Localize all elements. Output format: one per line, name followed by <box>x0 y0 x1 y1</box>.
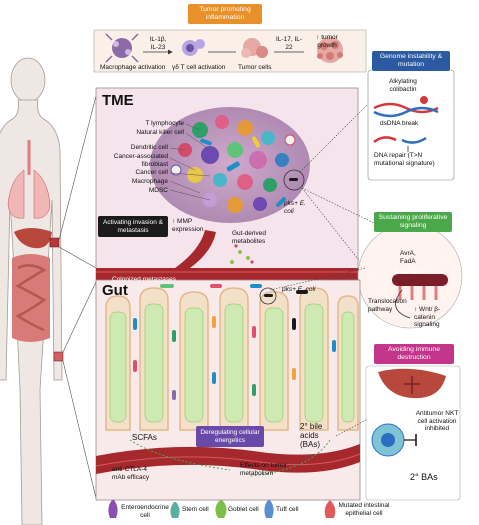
legend-enteroendocrine: Enteroendocrine cell <box>121 504 169 519</box>
il1b-il23-label: IL-1β, IL-23 <box>149 36 167 51</box>
legend-icons <box>108 500 336 518</box>
hallmark-inflammation: Tumor promoting inflammation <box>188 4 262 24</box>
immune-bas-label: 2° BAs <box>410 472 438 482</box>
gut-anti-ctla4-label: anti-CTLA-4 mAb efficacy <box>112 466 150 481</box>
gut-title: Gut <box>102 282 128 299</box>
genome-dsdna-label: dsDNA break <box>380 120 419 127</box>
legend-goblet-cell: Goblet cell <box>228 506 259 513</box>
tme-metabolites-label: Gut-derived metabolites <box>232 230 266 245</box>
tme-label-caf: Cancer-associated fibroblast <box>113 153 168 168</box>
tme-cells <box>170 115 296 213</box>
gut-bile-acids-label: 2° bile acids (BAs) <box>300 422 323 449</box>
tme-label-dendritic: Dendritic cell <box>130 144 168 151</box>
mutated-epithelial-cell-icon <box>324 500 336 518</box>
gut-effects-label: Effects on tumor metabolism <box>240 462 288 477</box>
macrophage-activation-label: Macrophage activation <box>100 64 166 71</box>
inflammation-strip <box>93 29 367 73</box>
tumor-cells-label: Tumor cells <box>238 64 272 71</box>
hallmark-immune: Avoiding immune destruction <box>374 344 454 364</box>
tme-label-mdsc: MDSC <box>148 187 168 194</box>
prolif-avra-fada: AvrA, FadA <box>400 250 416 265</box>
genome-panel <box>367 69 455 181</box>
hallmark-invasion: Activating invasion & metastasis <box>98 216 168 237</box>
hallmark-energetics: Deregulating cellular energetics <box>196 426 264 447</box>
human-body <box>0 57 64 525</box>
legend-mutated-cell: Mutated intestinal epithelial cell <box>338 502 390 517</box>
gut-panel <box>95 267 367 501</box>
enteroendocrine-cell-icon <box>108 500 118 518</box>
tme-colonized-label: Colonized metastases <box>112 276 176 283</box>
tumor-growth-label: ↑ tumor growth <box>316 34 338 49</box>
legend-tuft-cell: Tuft cell <box>276 506 299 513</box>
gut-pks-ecoli: pks+ E. coli <box>282 286 316 293</box>
gut-scfas-label: SCFAs <box>132 433 157 442</box>
tme-panel <box>95 87 377 293</box>
tme-pks-ecoli: pks+ E. coli <box>284 200 306 215</box>
tme-label-t-lymphocyte: T lymphocyte <box>145 120 184 127</box>
hallmark-proliferative: Sustaining proliferative signaling <box>374 212 452 232</box>
immune-antitumor-label: Antitumor NKT cell activation inhibited <box>415 410 459 432</box>
gd-t-cell-label: γδ T cell activation <box>172 64 226 71</box>
genome-colibactin-label: Alkylating colibactin <box>389 78 417 93</box>
genome-repair-label: DNA repair (T>N mutational signature) <box>374 152 435 167</box>
tme-label-cancer-cell: Cancer cell <box>135 169 168 176</box>
prolif-ecadherin: E-cadherin <box>394 268 426 275</box>
il17-il22-label: IL-17, IL-22 <box>276 36 303 51</box>
hallmark-genome: Genome instability & mutation <box>372 51 450 71</box>
prolif-translocation: Translocation pathway <box>368 298 407 313</box>
tme-title: TME <box>102 92 134 109</box>
tme-mmp-label: ↑ MMP expression <box>172 218 204 233</box>
prolif-wnt: ↑ Wnt/ β-catenin signaling <box>414 306 441 328</box>
tme-label-macrophage: Macrophage <box>131 178 168 185</box>
goblet-cell-icon <box>215 500 227 518</box>
immune-panel <box>365 365 461 501</box>
legend-stem-cell: Stem cell <box>182 506 209 513</box>
tuft-cell-icon <box>264 500 274 518</box>
stem-cell-icon <box>170 502 180 518</box>
tme-label-nk-cell: Natural killer cell <box>136 129 184 136</box>
